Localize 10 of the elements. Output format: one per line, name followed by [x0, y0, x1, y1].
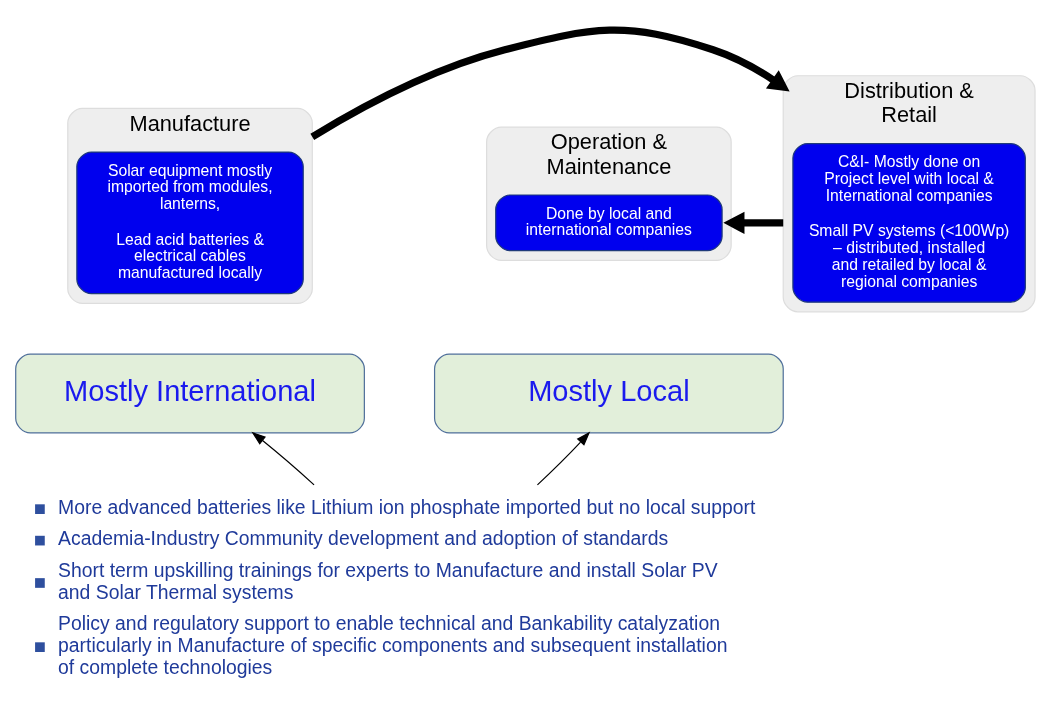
node-box: Done by local and international companies: [495, 193, 723, 251]
node-text: More advanced batteries like Lithium ion phosphate imported but no local support Academia-Industry Community development and adoption of standards Short term upskilling trainings for experts to Manufacture and install Solar PV and Solar Thermal systems Policy and regulatory support to enable technical and Bankability catalyzation particularly in Manufacture of specific components and subsequent installation of complete technologies: [58, 495, 756, 678]
node-box: Mostly Local: [433, 353, 784, 433]
node-box: Solar equipment mostly imported from modules, lanterns, Lead acid batteries & electrical cables manufactured locally: [76, 150, 304, 294]
arrow: [310, 26, 790, 140]
arrow: [251, 431, 315, 485]
arrow: [536, 431, 591, 485]
node-box: C&I- Mostly done on Project level with local & International companies Small PV systems (<100Wp) – distributed, installed and retailed by local & regional companies: [792, 142, 1026, 303]
arrow: [723, 211, 784, 234]
node-box: Mostly International: [15, 353, 365, 433]
